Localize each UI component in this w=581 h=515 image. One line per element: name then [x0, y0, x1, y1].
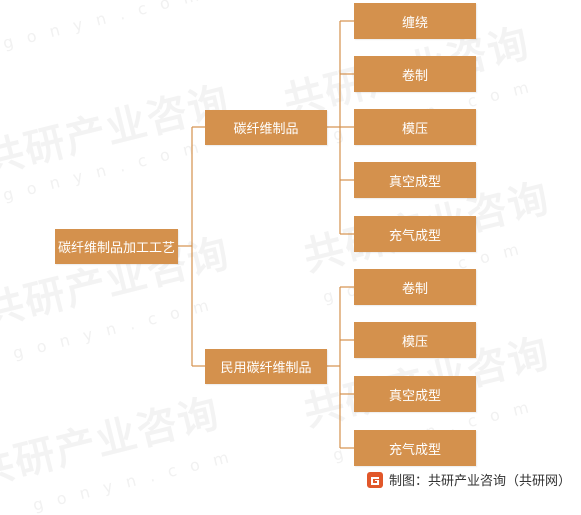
leaf-node: 卷制: [354, 56, 476, 92]
source-credit: 制图：共研产业咨询（共研网）: [366, 470, 571, 489]
leaf-node: 缠绕: [354, 3, 476, 39]
leaf-node: 模压: [354, 109, 476, 145]
leaf-node: 真空成型: [354, 376, 476, 412]
root-node: 碳纤维制品加工工艺: [55, 229, 178, 264]
leaf-node: 模压: [354, 322, 476, 358]
leaf-node: 真空成型: [354, 162, 476, 198]
branch-node-civil-carbon-fiber-products: 民用碳纤维制品: [205, 349, 327, 384]
leaf-node: 卷制: [354, 269, 476, 305]
brand-logo-icon: [366, 471, 383, 488]
branch-node-carbon-fiber-products: 碳纤维制品: [205, 110, 327, 145]
source-credit-text: 制图：共研产业咨询（共研网）: [388, 474, 571, 489]
leaf-node: 充气成型: [354, 216, 476, 252]
connector-lines: [178, 20, 354, 449]
leaf-node: 充气成型: [354, 430, 476, 466]
